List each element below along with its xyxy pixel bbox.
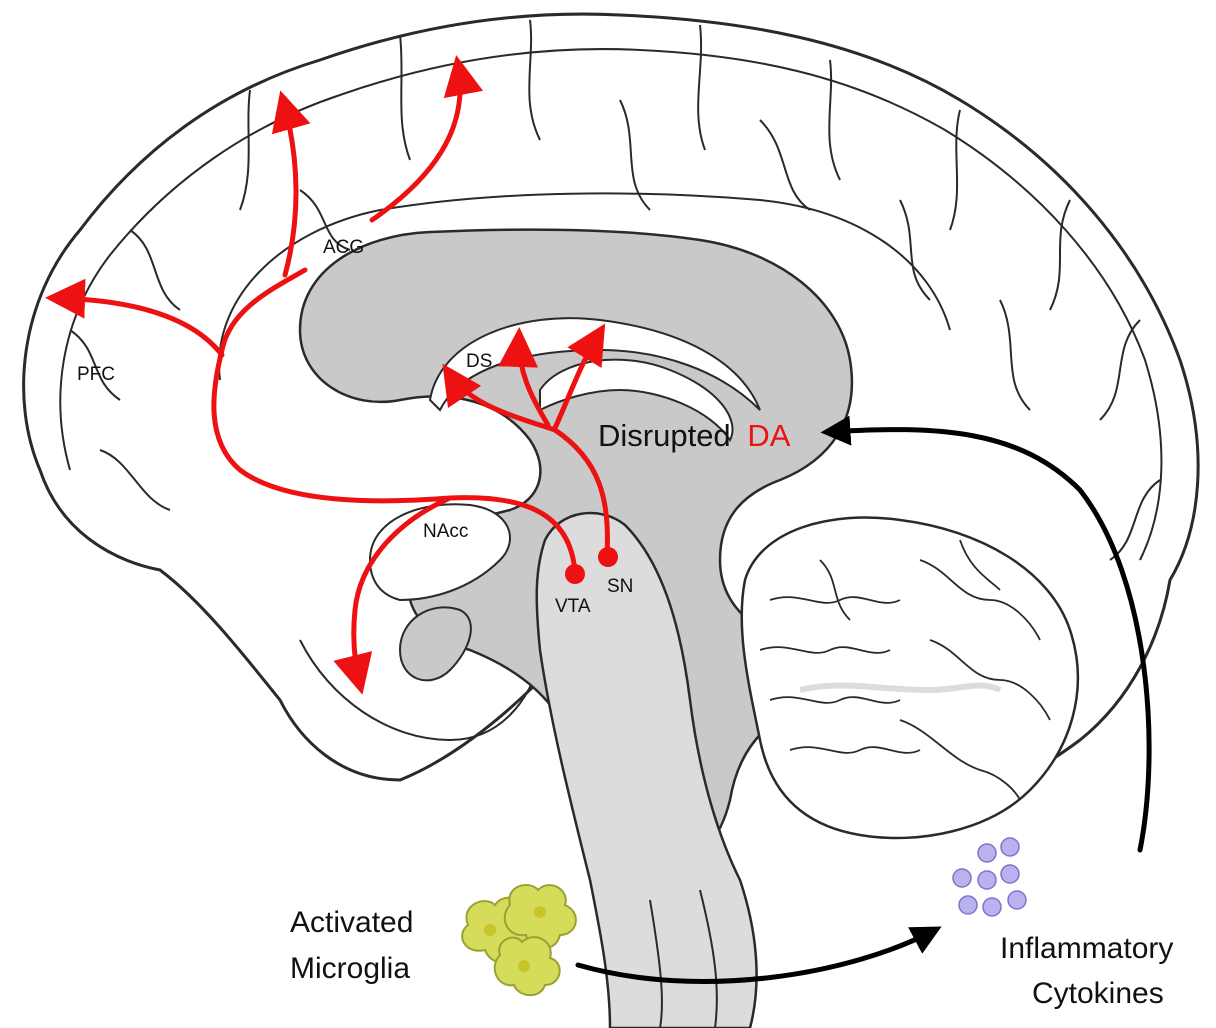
label-pfc: PFC [77,364,115,385]
microglia-cell-cluster-icon [462,885,576,995]
label-microglia: Microglia [290,952,410,985]
cytokine-particles-icon [953,838,1026,916]
label-nacc: NAcc [423,521,468,542]
sn-node [598,547,618,567]
label-sn: SN [607,576,633,597]
label-activated: Activated [290,906,413,939]
label-vta: VTA [555,596,591,617]
label-inflammatory: Inflammatory [1000,932,1173,965]
label-disrupted-da: Disrupted DA [598,418,791,453]
label-ds: DS [466,351,492,372]
label-disrupted-prefix: Disrupted [598,418,731,453]
label-da: DA [747,418,790,453]
label-cytokines: Cytokines [1032,977,1164,1010]
vta-node [565,564,585,584]
label-acg: ACG [323,237,364,258]
